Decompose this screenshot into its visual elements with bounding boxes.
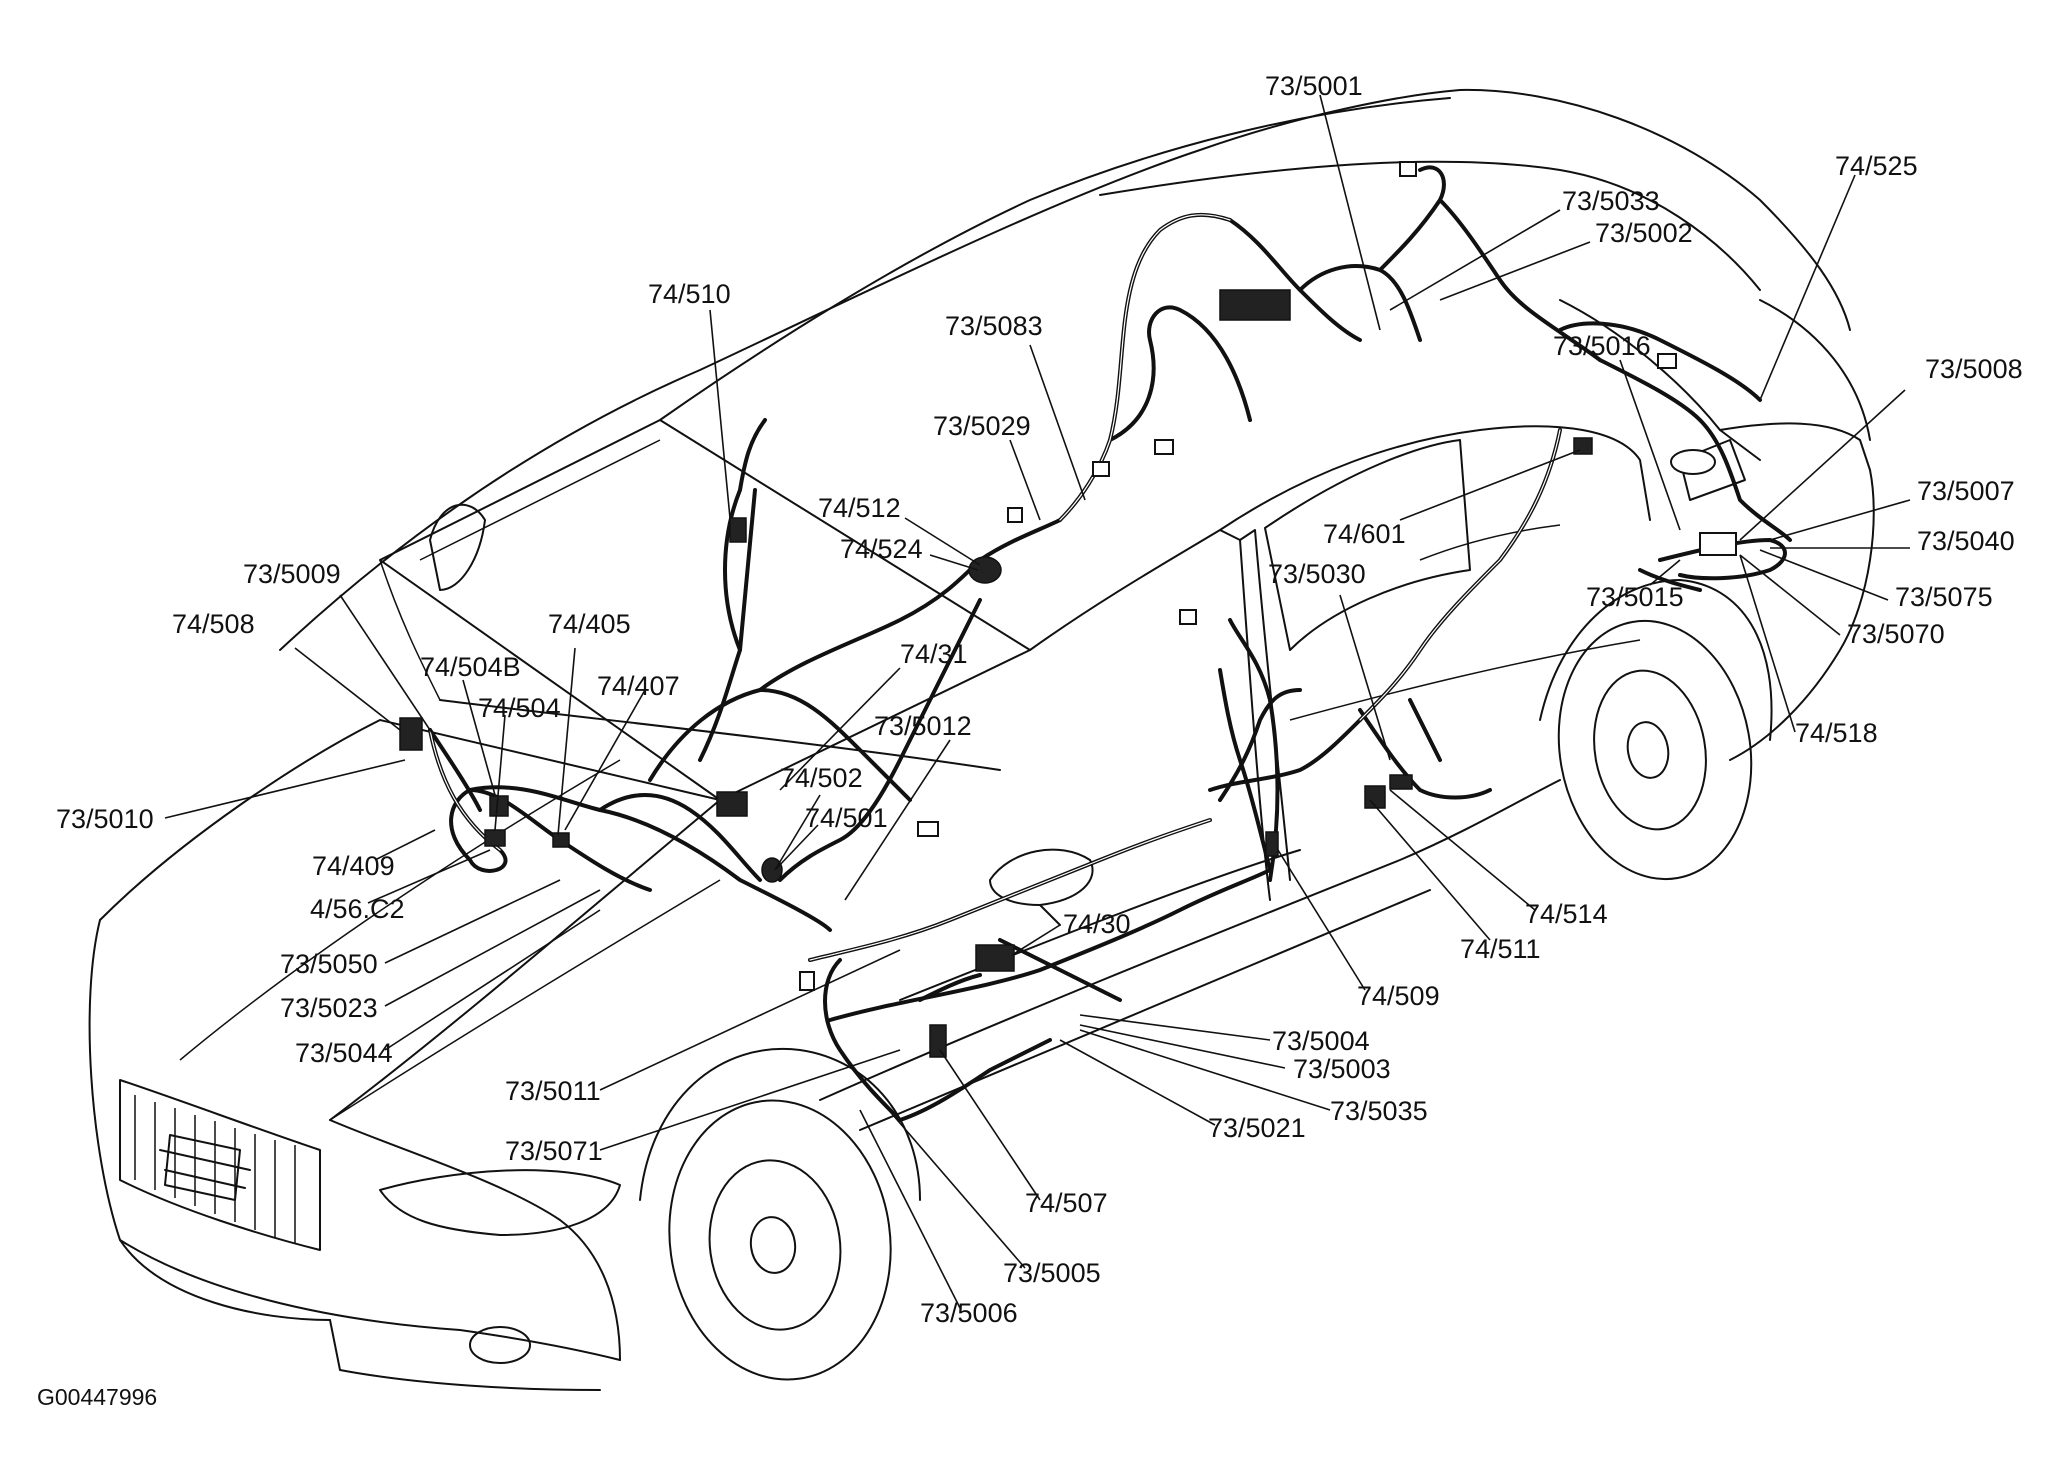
connector-icon: [975, 944, 1015, 972]
callout-label: 74/512: [818, 493, 901, 523]
callout-label: 74/502: [780, 763, 863, 793]
callout-label: 74/514: [1525, 899, 1608, 929]
callout-label: 73/5002: [1595, 218, 1693, 248]
callout-label: 73/5030: [1268, 559, 1366, 589]
connector-icon: [1364, 785, 1386, 809]
callout-label: 73/5006: [920, 1298, 1018, 1328]
callout-label: 73/5016: [1553, 331, 1651, 361]
callout-label: 74/524: [840, 534, 923, 564]
callout-label: 74/509: [1357, 981, 1440, 1011]
connector-blocks: [399, 161, 1737, 1058]
callout-label: 74/511: [1460, 934, 1541, 964]
callout-label: 73/5040: [1917, 526, 2015, 556]
callout-label: 73/5003: [1293, 1054, 1391, 1084]
figure-id: G00447996: [37, 1384, 157, 1410]
connector-icon: [799, 971, 815, 991]
callout-label: 74/507: [1025, 1188, 1108, 1218]
callout-label: 73/5023: [280, 993, 378, 1023]
callout-label: 73/5001: [1265, 71, 1363, 101]
callout-label: 73/5075: [1895, 582, 1993, 612]
callout-label: 73/5010: [56, 804, 154, 834]
connector-icon: [929, 1024, 947, 1058]
connector-icon: [1179, 609, 1197, 625]
callout-label: 74/518: [1795, 718, 1878, 748]
callout-label: 4/56.C2: [310, 894, 405, 924]
connector-icon: [1219, 289, 1291, 321]
connector-icon: [761, 857, 783, 883]
connector-icon: [489, 795, 509, 817]
callout-label: 74/504B: [420, 652, 521, 682]
connector-icon: [729, 517, 747, 543]
connector-icon: [552, 832, 570, 848]
connector-icon: [1007, 507, 1023, 523]
connector-icon: [1657, 353, 1677, 369]
connector-icon: [1389, 774, 1413, 790]
callout-label: 73/5021: [1208, 1113, 1306, 1143]
callout-label: 74/405: [548, 609, 631, 639]
callout-label: 73/5083: [945, 311, 1043, 341]
car-body-outline: [88, 88, 1875, 1391]
callout-label: 74/407: [597, 671, 680, 701]
connector-icon: [1154, 439, 1174, 455]
callout-label: 74/31: [900, 639, 968, 669]
callout-label: 73/5044: [295, 1038, 393, 1068]
callout-label: 74/501: [805, 803, 888, 833]
callout-label: 74/504: [478, 693, 561, 723]
callout-label: 73/5007: [1917, 476, 2015, 506]
connector-icon: [716, 791, 748, 817]
connector-icon: [399, 717, 423, 751]
connector-icon: [1699, 532, 1737, 556]
callout-label: 73/5070: [1847, 619, 1945, 649]
callout-label: 74/525: [1835, 151, 1918, 181]
callout-label: 73/5033: [1562, 186, 1660, 216]
callout-label: 73/5011: [505, 1076, 601, 1106]
connector-icon: [1265, 831, 1279, 857]
connector-icon: [1670, 449, 1716, 475]
connector-icon: [1092, 461, 1110, 477]
callout-label: 73/5029: [933, 411, 1031, 441]
callout-label: 74/508: [172, 609, 255, 639]
callout-label: 73/5012: [874, 711, 972, 741]
callout-label: 73/5004: [1272, 1026, 1370, 1056]
callout-label: 73/5009: [243, 559, 341, 589]
callout-label: 73/5015: [1586, 582, 1684, 612]
callout-label: 74/601: [1323, 519, 1406, 549]
callout-label: 73/5008: [1925, 354, 2023, 384]
callout-label: 74/409: [312, 851, 395, 881]
component-callout-labels: 73/5001 74/525 73/5033 73/5002 74/510 73…: [56, 71, 2023, 1328]
connector-icon: [484, 829, 506, 847]
callout-label: 73/5035: [1330, 1096, 1428, 1126]
callout-label: 74/510: [648, 279, 731, 309]
connector-icon: [917, 821, 939, 837]
callout-label: 73/5071: [505, 1136, 603, 1166]
callout-label: 74/30: [1063, 909, 1131, 939]
callout-label: 73/5005: [1003, 1258, 1101, 1288]
connector-icon: [1399, 161, 1417, 177]
callout-label: 73/5050: [280, 949, 378, 979]
callout-leader-lines: [164, 94, 1911, 1309]
